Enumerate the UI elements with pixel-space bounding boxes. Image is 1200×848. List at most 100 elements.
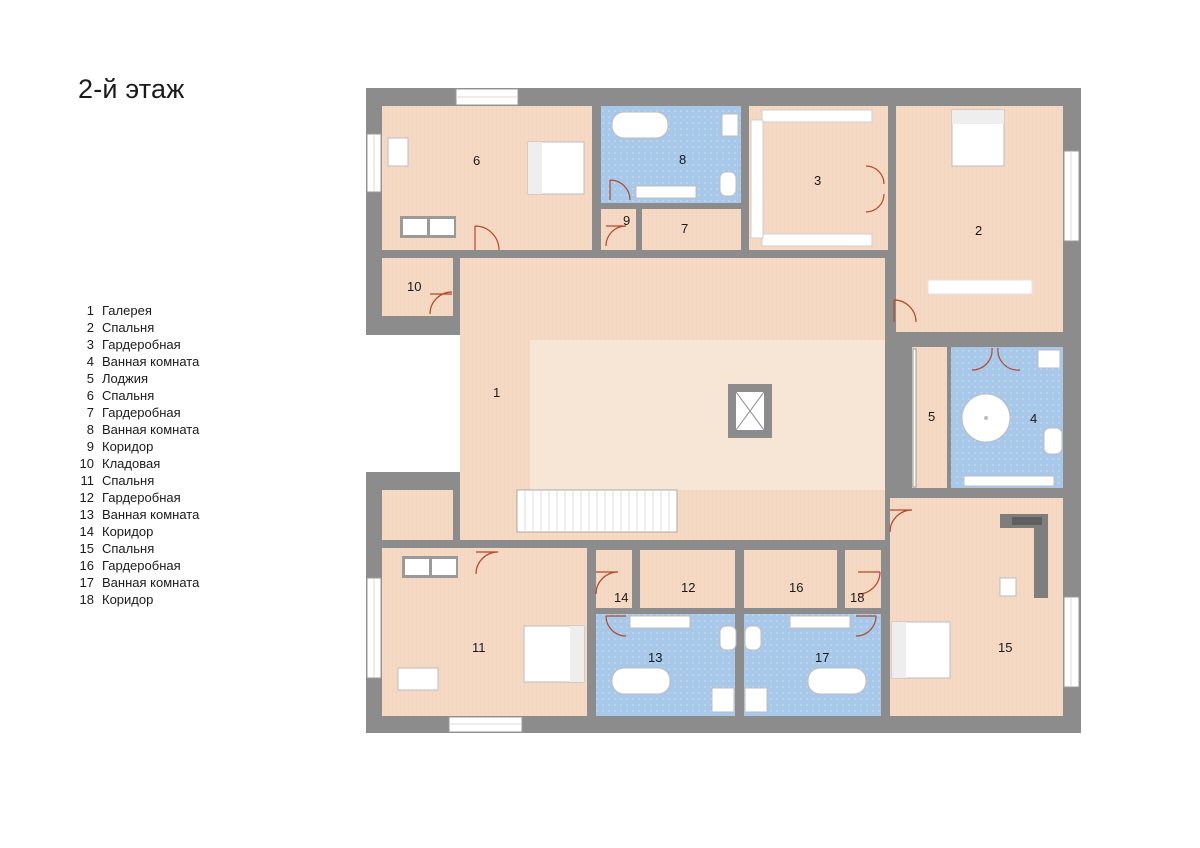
room-18-floor bbox=[845, 550, 881, 608]
room-7-floor bbox=[642, 209, 741, 250]
legend-number: 3 bbox=[86, 337, 94, 352]
door bbox=[605, 615, 627, 637]
legend-label: Лоджия bbox=[102, 371, 149, 386]
vanity bbox=[963, 475, 1055, 487]
door bbox=[475, 551, 499, 575]
legend-item: 6 Спальня bbox=[72, 387, 199, 404]
legend-number: 15 bbox=[79, 541, 94, 556]
legend-item: 3 Гардеробная bbox=[72, 336, 199, 353]
staircase bbox=[516, 489, 678, 533]
door bbox=[893, 299, 917, 323]
legend-item: 15 Спальня bbox=[72, 540, 199, 557]
legend-label: Спальня bbox=[102, 388, 155, 403]
room-3-floor bbox=[749, 106, 888, 250]
wardrobe-rail bbox=[750, 119, 764, 239]
door bbox=[857, 571, 881, 595]
room-5-floor bbox=[912, 347, 947, 488]
legend-number: 11 bbox=[80, 473, 95, 488]
legend-label: Коридор bbox=[102, 592, 154, 607]
sink bbox=[721, 113, 739, 137]
legend-label: Гардеробная bbox=[102, 490, 181, 505]
legend-item: 11 Спальня bbox=[72, 472, 199, 489]
door bbox=[889, 509, 913, 533]
room-number-15: 15 bbox=[998, 640, 1012, 655]
door bbox=[609, 179, 631, 201]
legend-label: Спальня bbox=[102, 541, 155, 556]
door bbox=[971, 347, 1021, 371]
legend-number: 10 bbox=[79, 456, 94, 471]
legend-label: Галерея bbox=[102, 303, 152, 318]
room-number-17: 17 bbox=[815, 650, 829, 665]
window bbox=[448, 716, 523, 733]
room-number-5: 5 bbox=[928, 409, 935, 424]
furniture bbox=[387, 109, 1063, 713]
window bbox=[1063, 150, 1080, 242]
windows bbox=[366, 88, 1080, 733]
vanity bbox=[635, 185, 697, 199]
legend-number: 8 bbox=[86, 422, 94, 437]
legend-label: Гардеробная bbox=[102, 337, 181, 352]
room-12-floor bbox=[640, 550, 735, 608]
armchair bbox=[999, 577, 1017, 597]
page-title: 2-й этаж bbox=[78, 74, 185, 104]
room-number-4: 4 bbox=[1030, 411, 1037, 426]
door bbox=[595, 571, 619, 595]
door bbox=[474, 225, 500, 251]
window-mullions bbox=[373, 96, 1072, 725]
legend-label: Кладовая bbox=[102, 456, 161, 471]
legend-label: Ванная комната bbox=[102, 422, 200, 437]
legend-number: 7 bbox=[86, 405, 94, 420]
legend-item: 13 Ванная комната bbox=[72, 506, 200, 523]
room-10-floor bbox=[382, 258, 453, 316]
sink bbox=[744, 687, 768, 713]
legend-number: 13 bbox=[79, 507, 94, 522]
legend-number: 17 bbox=[79, 575, 94, 590]
door bbox=[429, 291, 453, 315]
legend-label: Гардеробная bbox=[102, 558, 181, 573]
vanity bbox=[629, 615, 691, 629]
legend-item: 2 Спальня bbox=[72, 319, 199, 336]
legend-label: Коридор bbox=[102, 439, 154, 454]
floors bbox=[382, 106, 1063, 716]
legend-number: 18 bbox=[79, 592, 94, 607]
wardrobe-rail bbox=[761, 233, 873, 247]
room-number-3: 3 bbox=[814, 173, 821, 188]
legend-number: 12 bbox=[79, 490, 94, 505]
window bbox=[1063, 596, 1080, 688]
lift-shaft bbox=[728, 384, 772, 438]
toilet bbox=[719, 625, 737, 651]
door bbox=[855, 615, 877, 637]
door bbox=[605, 225, 627, 247]
legend-number: 4 bbox=[86, 354, 94, 369]
legend-label: Спальня bbox=[102, 320, 155, 335]
toilet bbox=[719, 171, 737, 197]
bathtub bbox=[611, 111, 669, 139]
legend-label: Коридор bbox=[102, 524, 154, 539]
room-number-10: 10 bbox=[407, 279, 421, 294]
room-number-8: 8 bbox=[679, 152, 686, 167]
legend-item: 18 Коридор bbox=[72, 591, 199, 608]
bathtub bbox=[611, 667, 671, 695]
legend-number: 2 bbox=[86, 320, 94, 335]
room-number-11: 11 bbox=[472, 640, 486, 655]
room-number-12: 12 bbox=[681, 580, 695, 595]
legend-label: Спальня bbox=[102, 473, 155, 488]
room-16-floor bbox=[744, 550, 837, 608]
window bbox=[912, 348, 917, 488]
room-number-1: 1 bbox=[493, 385, 500, 400]
legend-number: 6 bbox=[86, 388, 94, 403]
legend-label: Ванная комната bbox=[102, 507, 200, 522]
room-number-2: 2 bbox=[975, 223, 982, 238]
room-number-18: 18 bbox=[850, 590, 864, 605]
room-numbers: 1 2 3 4 5 6 7 8 9 10 11 12 13 14 15 16 1… bbox=[407, 152, 1037, 665]
legend-item: 12 Гардеробная bbox=[72, 489, 199, 506]
bench bbox=[927, 279, 1033, 295]
